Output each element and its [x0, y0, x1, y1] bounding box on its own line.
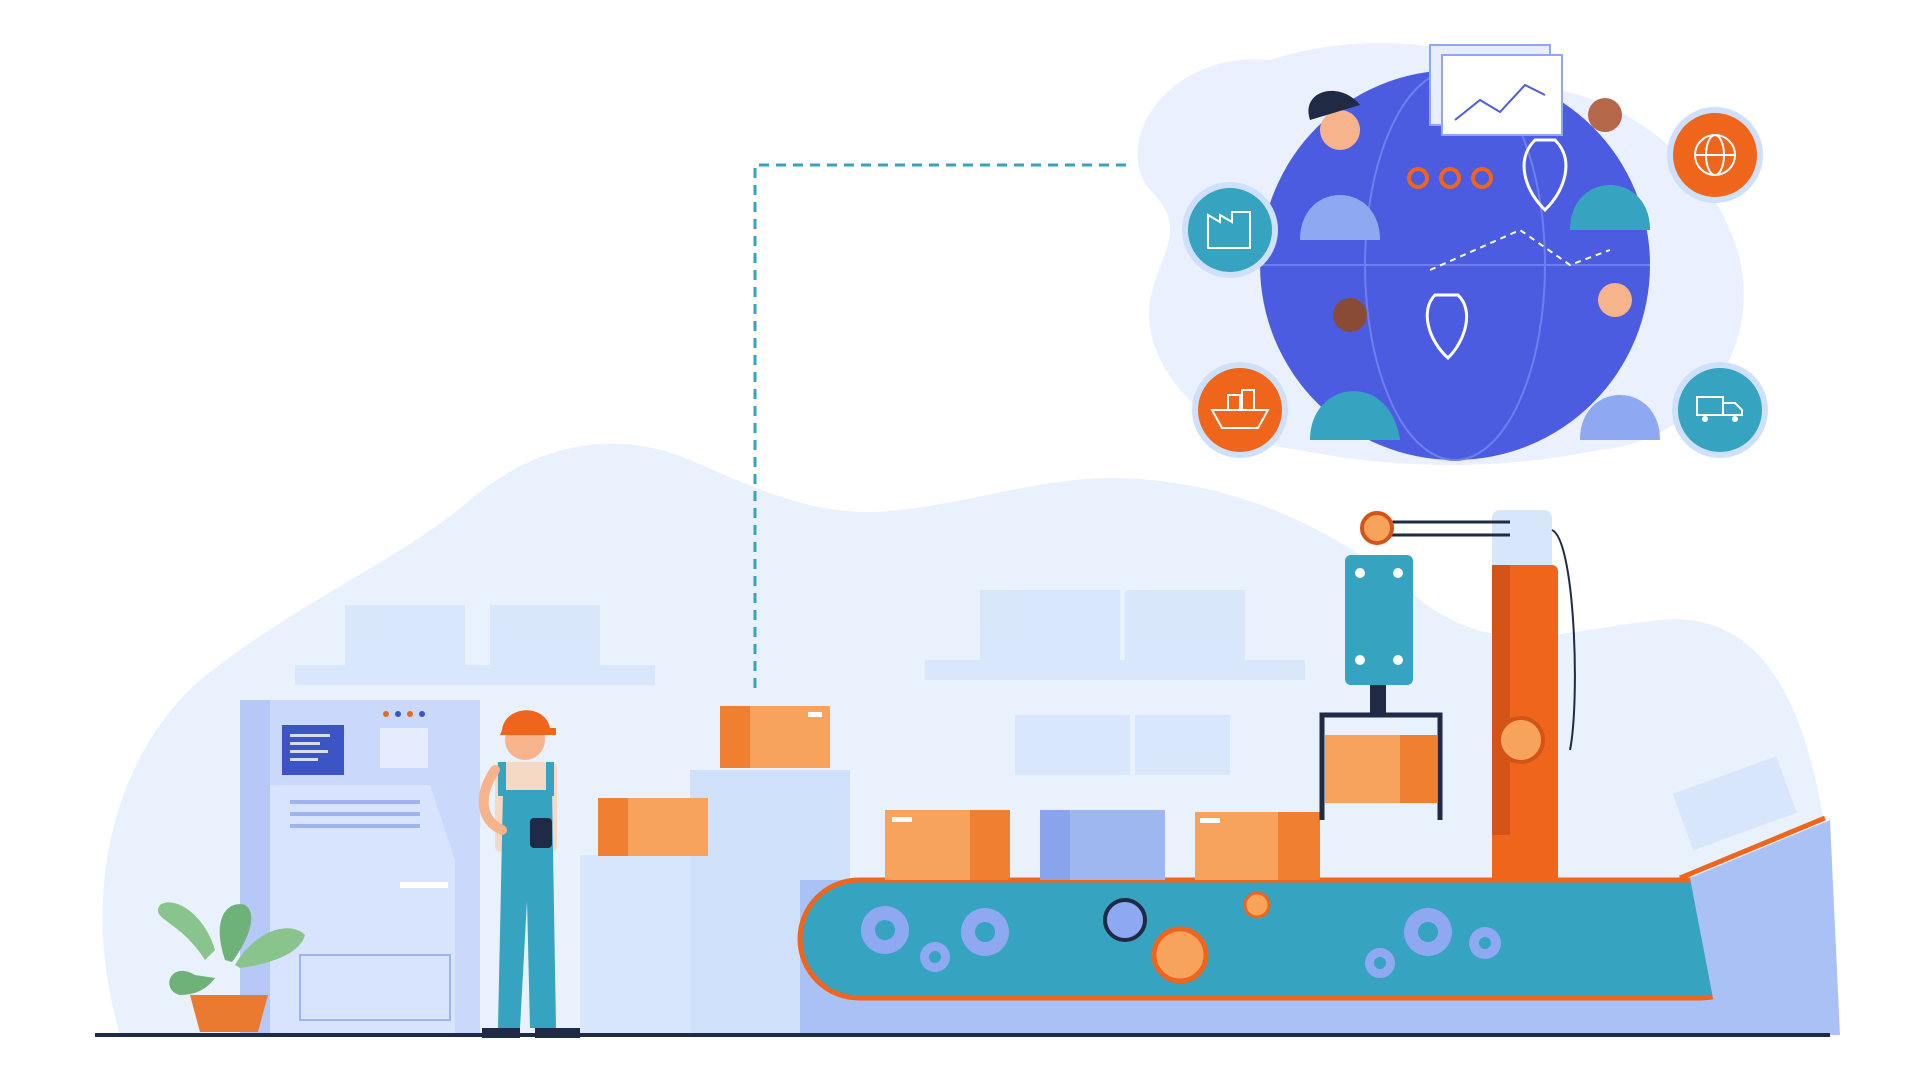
carousel-dots: [1407, 167, 1493, 189]
gear-icon: [861, 906, 1501, 978]
factory-worker: [478, 710, 580, 1038]
ground-line: [95, 1033, 1830, 1037]
conveyor-belt: [797, 815, 1840, 1035]
boxes-on-conveyor: [885, 756, 1797, 880]
control-machine: [240, 700, 480, 1035]
people-figures: [1300, 90, 1660, 440]
truck-icon: [1672, 362, 1768, 458]
globe-icon: [1667, 107, 1763, 203]
global-collaboration-cluster: [1137, 43, 1768, 465]
robotic-arm: [1319, 510, 1576, 880]
dashed-connector: [753, 163, 1130, 688]
location-pin-icon: [1425, 138, 1568, 361]
faded-boxes: [295, 590, 1305, 775]
chart-icon: [1429, 44, 1563, 136]
ship-icon: [1192, 362, 1288, 458]
factory-icon: [1182, 182, 1278, 278]
potted-plant: [158, 902, 305, 1032]
